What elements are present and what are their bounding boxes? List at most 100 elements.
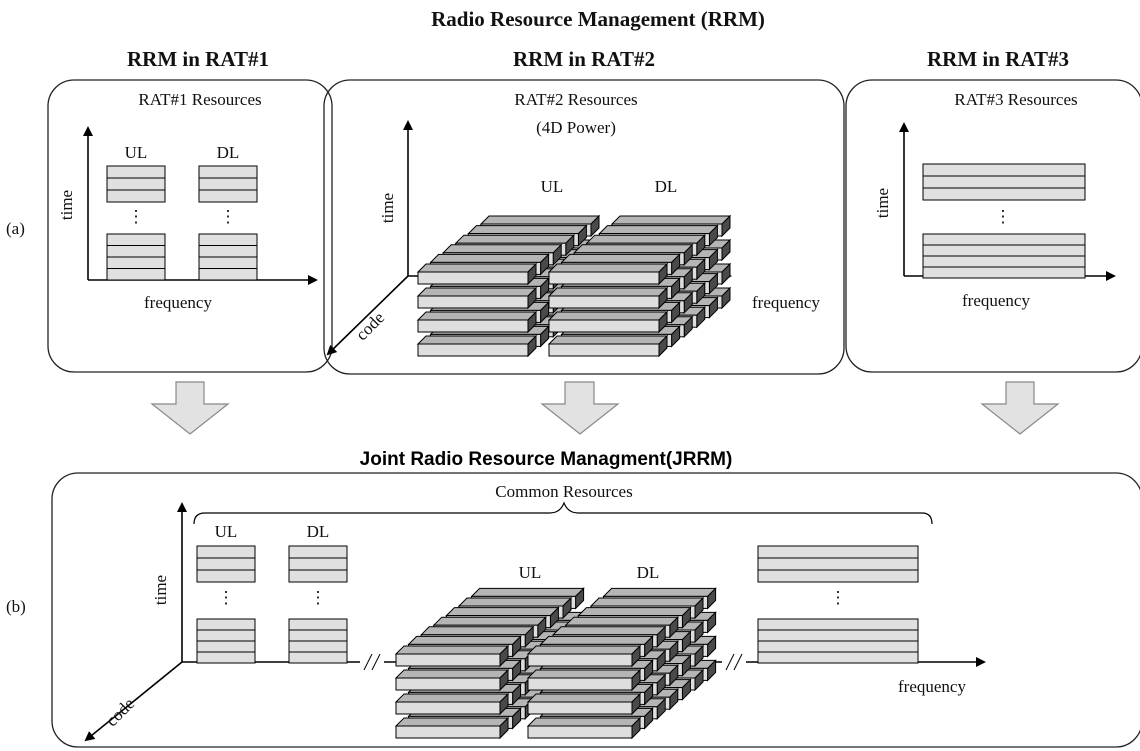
rat3-xlabel: frequency xyxy=(962,291,1030,310)
bar-top-face xyxy=(551,626,667,636)
bar-top-face xyxy=(564,616,680,626)
rat2-z-axis xyxy=(326,275,409,356)
rat3-box xyxy=(845,79,1140,373)
rat1-dl-label: DL xyxy=(217,143,240,162)
rat1-ul-stack xyxy=(106,165,166,281)
bar-top-face xyxy=(445,607,560,617)
resource-block xyxy=(757,545,919,583)
bar-front-face xyxy=(548,271,660,285)
bar-top-face xyxy=(547,311,669,321)
bar-top-face xyxy=(610,215,732,225)
bar-top-face xyxy=(598,225,719,235)
jrrm-rat3-dots: ⋮ xyxy=(830,588,847,607)
jrrm-xlabel: frequency xyxy=(898,677,966,696)
rat1-ul-dots: ⋮ xyxy=(128,207,145,226)
bar-front-face xyxy=(417,295,529,309)
jrrm-ylabel: time xyxy=(151,575,170,605)
rrm-heading-rat2: RRM in RAT#2 xyxy=(513,47,655,71)
bar-top-face xyxy=(526,669,642,679)
bar-top-face xyxy=(572,244,694,254)
resource-block xyxy=(922,163,1086,201)
bar-front-face xyxy=(417,319,529,333)
jrrm-box xyxy=(51,472,1140,748)
axis-break-2 xyxy=(725,653,743,671)
rat1-resources-label: RAT#1 Resources xyxy=(138,90,261,109)
rrm-heading-rat1: RRM in RAT#1 xyxy=(127,47,269,71)
resource-block xyxy=(106,165,166,203)
rat1-dl-stack xyxy=(198,165,258,281)
rat2-xlabel: frequency xyxy=(752,293,820,312)
axis-break-1 xyxy=(363,653,381,671)
rat2-dl-bars xyxy=(547,214,732,358)
bar-front-face xyxy=(395,725,501,739)
rat2-dl-label: DL xyxy=(655,177,678,196)
rat3-resources-label: RAT#3 Resources xyxy=(954,90,1077,109)
rrm-heading-rat3: RRM in RAT#3 xyxy=(927,47,1069,71)
rat1-xlabel: frequency xyxy=(144,293,212,312)
resource-block xyxy=(196,545,256,583)
bar-front-face xyxy=(395,701,501,715)
bar-front-face xyxy=(417,343,529,357)
bar-top-face xyxy=(419,626,535,636)
panel-a-label: (a) xyxy=(6,219,25,238)
common-resources-label: Common Resources xyxy=(495,482,632,501)
jrrm-title: Joint Radio Resource Managment(JRRM) xyxy=(360,449,733,470)
bar-front-face xyxy=(527,653,633,667)
main-title: Radio Resource Management (RRM) xyxy=(431,7,765,31)
bar-top-face xyxy=(432,616,548,626)
down-arrow-rat2 xyxy=(540,381,620,435)
jrrm-z-axis xyxy=(84,661,183,742)
bar-front-face xyxy=(548,295,660,309)
jrrm-ul2-label: UL xyxy=(519,563,542,582)
bar-top-face xyxy=(457,597,573,607)
rat3-stack xyxy=(922,163,1086,279)
bar-top-face xyxy=(394,693,510,703)
panel-b-label: (b) xyxy=(6,597,26,616)
jrrm-dl2-label: DL xyxy=(637,563,660,582)
jrrm-ul1-stack xyxy=(196,545,256,664)
rat2-box xyxy=(323,79,845,375)
bar-top-face xyxy=(467,225,588,235)
jrrm-ul1-dots: ⋮ xyxy=(218,588,235,607)
bar-top-face xyxy=(585,234,707,244)
rat1-box xyxy=(47,79,333,373)
bar-top-face xyxy=(602,587,717,597)
jrrm-dl1-label: DL xyxy=(307,522,330,541)
common-resources-brace xyxy=(193,501,933,525)
bar-top-face xyxy=(547,335,669,345)
bar-top-face xyxy=(526,645,642,655)
rat2-ylabel: time xyxy=(378,193,397,223)
jrrm-zlabel: code xyxy=(102,694,138,730)
jrrm-rat3-stack xyxy=(757,545,919,664)
rat2-zlabel: code xyxy=(352,308,388,344)
down-arrow-rat1 xyxy=(150,381,230,435)
bar-top-face xyxy=(539,635,654,645)
down-arrow-rat3 xyxy=(980,381,1060,435)
bar-top-face xyxy=(526,717,642,727)
bar-top-face xyxy=(526,693,642,703)
rat2-ul-bars xyxy=(416,214,601,358)
bar-top-face xyxy=(577,607,692,617)
bar-front-face xyxy=(395,677,501,691)
bar-top-face xyxy=(407,635,522,645)
bar-front-face xyxy=(527,725,633,739)
bar-top-face xyxy=(589,597,705,607)
bar-top-face xyxy=(416,263,538,273)
bar-top-face xyxy=(560,253,681,263)
bar-top-face xyxy=(394,645,510,655)
jrrm-dl1-stack xyxy=(288,545,348,664)
rat2-resources-label: RAT#2 Resources xyxy=(514,90,637,109)
bar-top-face xyxy=(479,215,601,225)
bar-front-face xyxy=(527,677,633,691)
bar-front-face xyxy=(527,701,633,715)
jrrm-dl2-bars xyxy=(526,587,717,740)
bar-front-face xyxy=(548,319,660,333)
bar-top-face xyxy=(429,253,550,263)
bar-top-face xyxy=(441,244,563,254)
bar-top-face xyxy=(394,717,510,727)
bar-top-face xyxy=(416,311,538,321)
jrrm-dl1-dots: ⋮ xyxy=(310,588,327,607)
bar-top-face xyxy=(547,287,669,297)
rat2-ul-label: UL xyxy=(541,177,564,196)
